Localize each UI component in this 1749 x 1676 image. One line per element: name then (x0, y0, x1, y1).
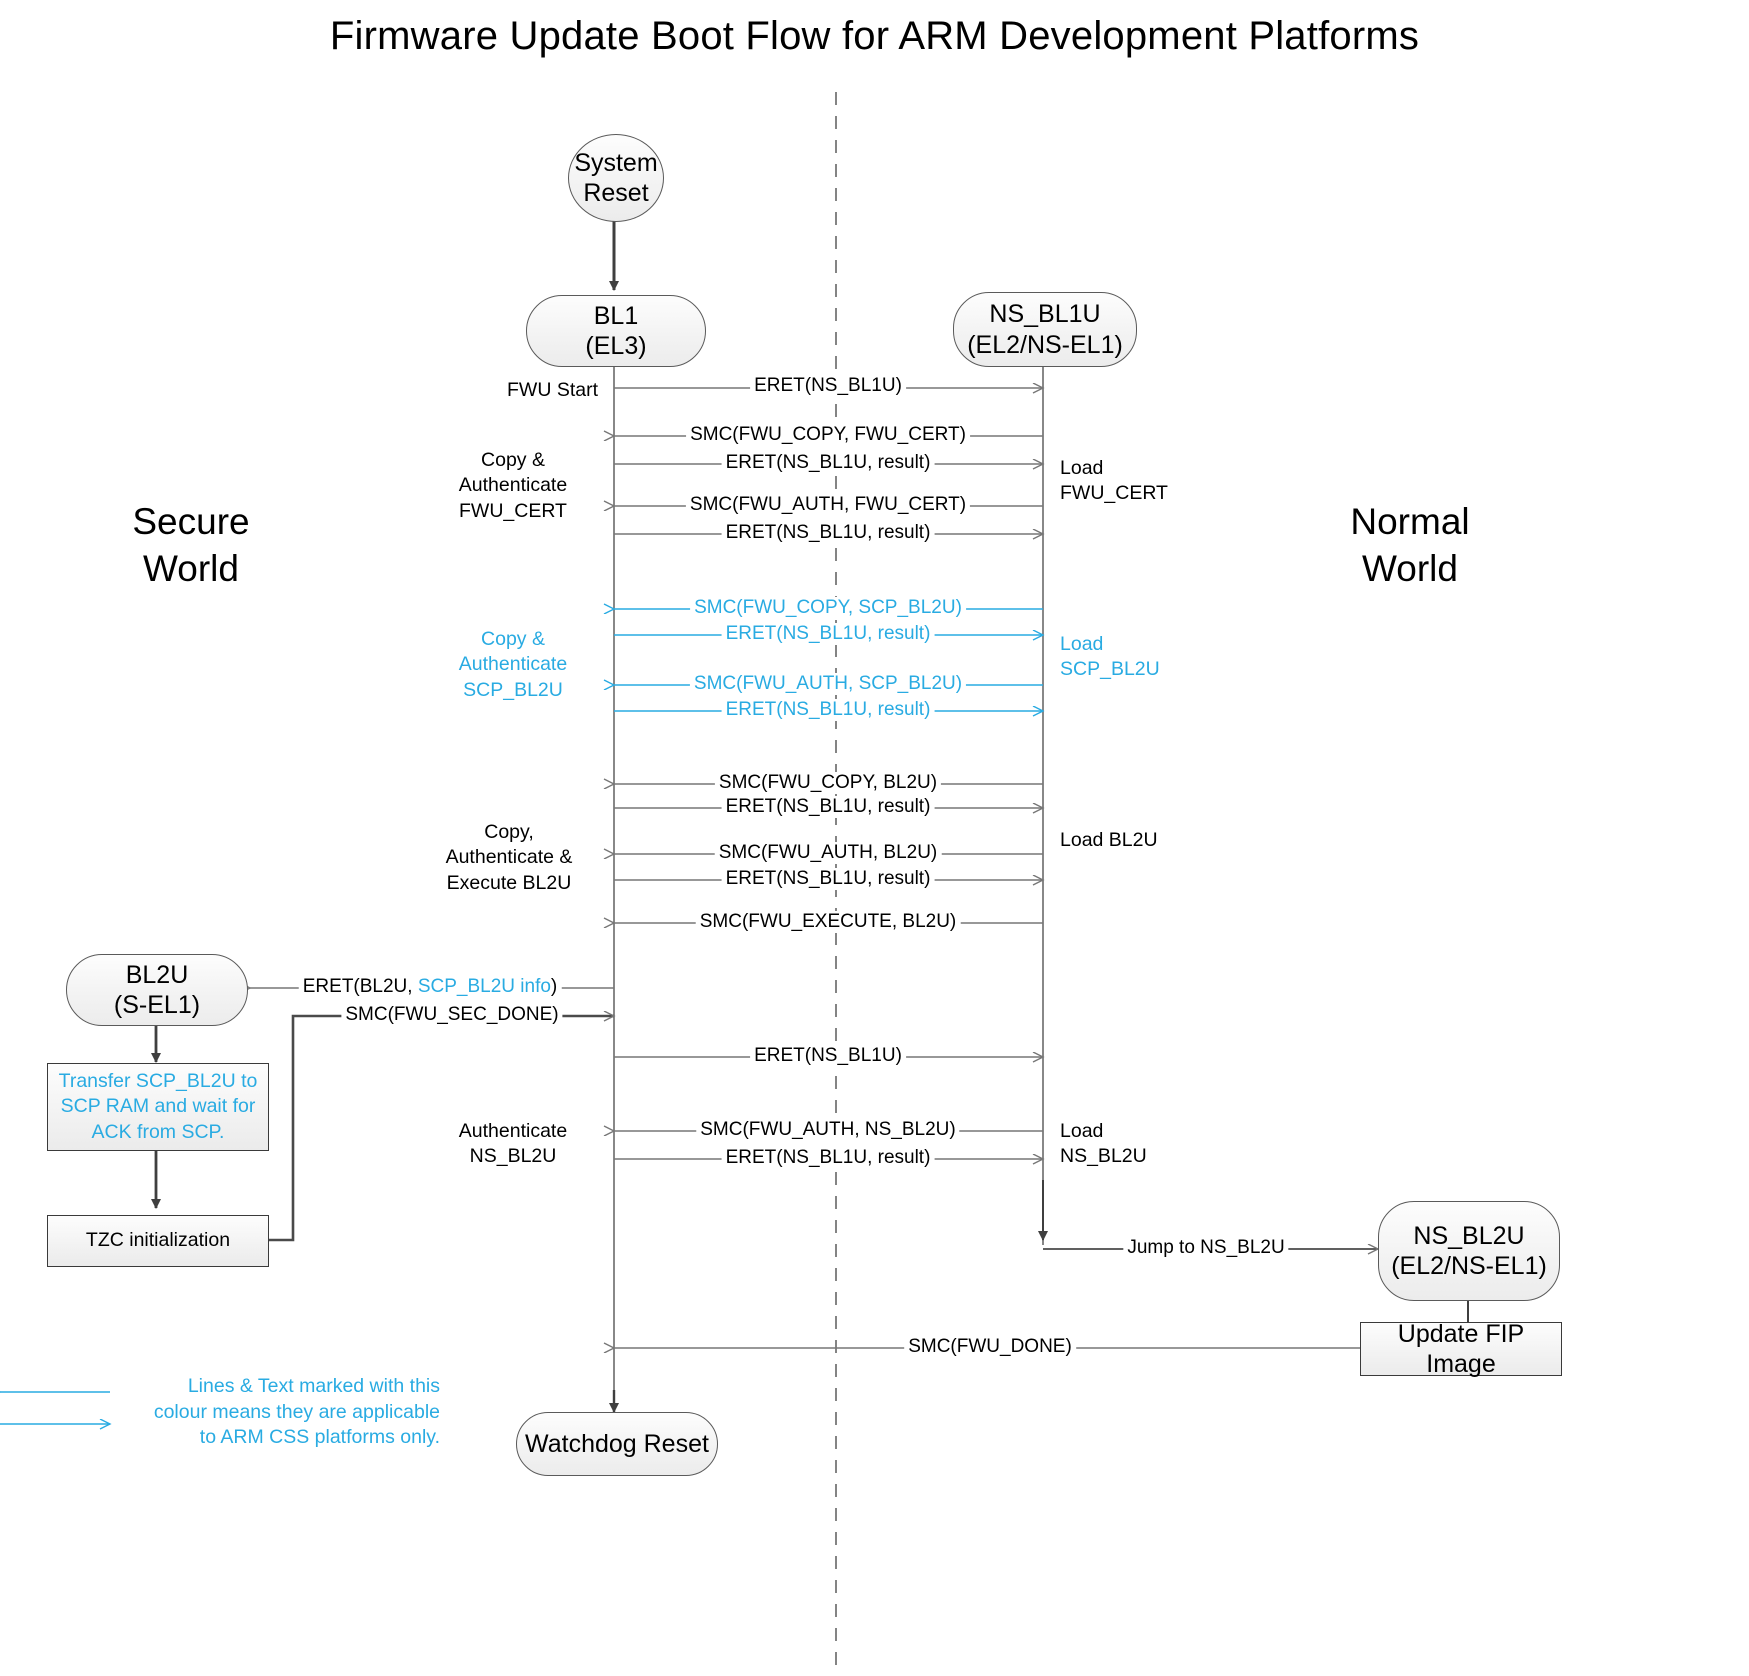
right-label-2-line2: SCP_BL2U (1060, 658, 1160, 681)
box-tzc-initialization-text: TZC initialization (85, 1229, 231, 1252)
node-system-reset[interactable]: System Reset (568, 134, 664, 222)
left-label-2-line3: FWU_CERT (459, 499, 567, 522)
node-ns-bl1u-text: NS_BL1U (EL2/NS-EL1) (967, 299, 1123, 360)
message-m10: SMC(FWU_COPY, BL2U) (714, 772, 942, 794)
transfer-scp-line2: SCP RAM and wait for (60, 1095, 256, 1118)
right-label-load-fwu-cert: Load FWU_CERT (1060, 456, 1220, 507)
box-tzc-initialization[interactable]: TZC initialization (47, 1215, 269, 1267)
left-label-4-line1: Copy, (484, 821, 534, 843)
message-eret-bl2u: ERET(BL2U, SCP_BL2U info) (298, 976, 562, 998)
right-label-2-line1: Load (1060, 633, 1104, 655)
box-update-fip-image[interactable]: Update FIP Image (1360, 1320, 1562, 1378)
left-label-2-line1: Copy & (481, 449, 545, 471)
message-m2: SMC(FWU_COPY, FWU_CERT) (686, 424, 970, 446)
box-transfer-scp-bl2u[interactable]: Transfer SCP_BL2U to SCP RAM and wait fo… (47, 1063, 269, 1151)
eret-bl2u-prefix: ERET(BL2U, (302, 976, 418, 997)
ns-bl1u-line2: (EL2/NS-EL1) (967, 330, 1123, 359)
box-update-fip-image-text: Update FIP Image (1397, 1319, 1525, 1379)
transfer-scp-line3: ACK from SCP. (91, 1120, 225, 1143)
ns-bl2u-line1: NS_BL2U (1413, 1221, 1525, 1250)
message-m6: SMC(FWU_COPY, SCP_BL2U) (690, 597, 966, 619)
left-label-copy-auth-fwu-cert: Copy & Authenticate FWU_CERT (428, 448, 598, 524)
message-m20: SMC(FWU_DONE) (904, 1336, 1076, 1358)
right-label-1-line1: Load (1060, 457, 1104, 479)
secure-world-label: Secure World (96, 498, 286, 593)
legend-line2: colour means they are applicable (153, 1400, 440, 1423)
message-m12: SMC(FWU_AUTH, BL2U) (714, 842, 942, 864)
bl2u-line1: BL2U (125, 960, 189, 989)
message-m1: ERET(NS_BL1U) (750, 375, 906, 397)
left-label-4-line3: Execute BL2U (446, 871, 572, 894)
message-m5: ERET(NS_BL1U, result) (721, 522, 935, 544)
box-transfer-scp-bl2u-text: Transfer SCP_BL2U to SCP RAM and wait fo… (59, 1069, 258, 1145)
node-bl2u-text: BL2U (S-EL1) (114, 960, 200, 1021)
right-label-load-bl2u: Load BL2U (1060, 828, 1240, 853)
page-title: Firmware Update Boot Flow for ARM Develo… (329, 14, 1420, 58)
ns-bl1u-line1: NS_BL1U (989, 300, 1101, 328)
left-label-fwu-start: FWU Start (507, 379, 598, 401)
node-ns-bl1u[interactable]: NS_BL1U (EL2/NS-EL1) (953, 292, 1137, 367)
node-bl2u[interactable]: BL2U (S-EL1) (66, 954, 248, 1026)
message-m16: ERET(NS_BL1U) (750, 1045, 906, 1067)
right-label-4-line2: NS_BL2U (1060, 1145, 1147, 1168)
legend-text: Lines & Text marked with this colour mea… (150, 1374, 440, 1451)
right-label-load-scp-bl2u: Load SCP_BL2U (1060, 632, 1220, 683)
message-m15: SMC(FWU_SEC_DONE) (341, 1004, 563, 1026)
right-label-1-line2: FWU_CERT (1060, 482, 1168, 505)
node-ns-bl2u-text: NS_BL2U (EL2/NS-EL1) (1391, 1221, 1547, 1282)
left-label-2-line2: Authenticate (458, 474, 568, 497)
node-ns-bl2u[interactable]: NS_BL2U (EL2/NS-EL1) (1378, 1201, 1560, 1301)
right-label-3-line1: Load BL2U (1060, 829, 1158, 851)
message-m13: ERET(NS_BL1U, result) (721, 868, 935, 890)
system-reset-line2: Reset (583, 179, 649, 207)
left-label-3-line2: Authenticate (458, 653, 568, 676)
message-m11: ERET(NS_BL1U, result) (721, 796, 935, 818)
system-reset-line1: System (574, 148, 658, 177)
left-label-authenticate-ns-bl2u: Authenticate NS_BL2U (428, 1119, 598, 1170)
bl2u-line2: (S-EL1) (113, 991, 201, 1019)
ns-bl2u-line2: (EL2/NS-EL1) (1391, 1252, 1547, 1280)
bl1-line1: BL1 (593, 301, 639, 330)
transfer-scp-line1: Transfer SCP_BL2U to (58, 1069, 258, 1092)
left-label-4-line2: Authenticate & (445, 846, 573, 869)
legend-line1: Lines & Text marked with this (187, 1375, 440, 1397)
node-bl1-text: BL1 (EL3) (585, 301, 646, 362)
left-label-5-line1: Authenticate (458, 1120, 568, 1142)
eret-bl2u-suffix: ) (550, 976, 558, 997)
message-m8: SMC(FWU_AUTH, SCP_BL2U) (689, 673, 967, 695)
right-label-4-line1: Load (1060, 1120, 1104, 1142)
message-m4: SMC(FWU_AUTH, FWU_CERT) (685, 494, 971, 516)
node-system-reset-text: System Reset (574, 148, 657, 209)
message-m14: SMC(FWU_EXECUTE, BL2U) (695, 911, 961, 933)
node-bl1[interactable]: BL1 (EL3) (526, 295, 706, 367)
message-m18: ERET(NS_BL1U, result) (721, 1147, 935, 1169)
node-watchdog-reset-text: Watchdog Reset (525, 1429, 709, 1458)
left-label-3-line1: Copy & (481, 628, 545, 650)
left-label-3-line3: SCP_BL2U (463, 678, 563, 701)
normal-world-line1: Normal (1350, 501, 1470, 542)
bl1-line2: (EL3) (585, 332, 647, 360)
normal-world-label: Normal World (1310, 498, 1510, 593)
message-m9: ERET(NS_BL1U, result) (721, 699, 935, 721)
secure-world-line1: Secure (132, 501, 250, 542)
left-label-copy-auth-scp-bl2u: Copy & Authenticate SCP_BL2U (428, 627, 598, 703)
left-label-5-line2: NS_BL2U (469, 1145, 557, 1168)
secure-world-line2: World (143, 548, 239, 590)
message-m19: Jump to NS_BL2U (1123, 1237, 1289, 1259)
eret-bl2u-highlight: SCP_BL2U info (417, 976, 551, 997)
right-label-load-ns-bl2u: Load NS_BL2U (1060, 1119, 1220, 1170)
message-m17: SMC(FWU_AUTH, NS_BL2U) (696, 1119, 960, 1141)
message-m7: ERET(NS_BL1U, result) (721, 623, 935, 645)
left-label-copy-auth-exec-bl2u: Copy, Authenticate & Execute BL2U (420, 820, 598, 896)
normal-world-line2: World (1362, 548, 1458, 590)
node-watchdog-reset[interactable]: Watchdog Reset (516, 1412, 718, 1476)
legend-line3: to ARM CSS platforms only. (199, 1426, 440, 1449)
message-m3: ERET(NS_BL1U, result) (721, 452, 935, 474)
